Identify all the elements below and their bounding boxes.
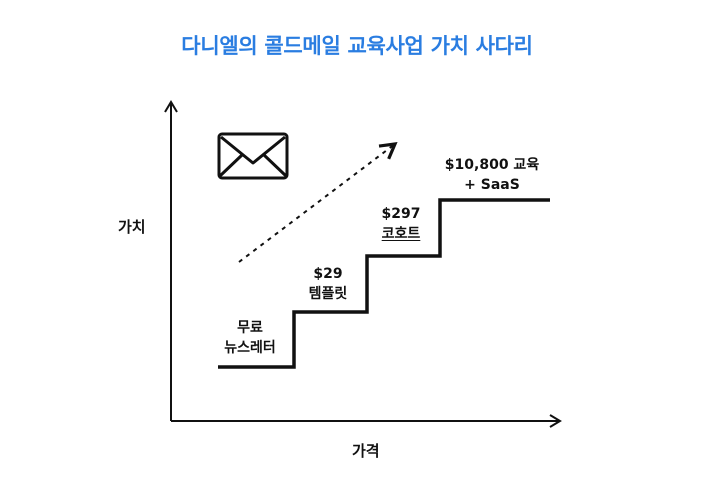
- step-label-line: 코호트: [381, 226, 421, 242]
- growth-arrow: [238, 142, 398, 263]
- x-axis: [171, 414, 562, 428]
- step-label-education-saas: $10,800 교육 + SaaS: [432, 155, 552, 195]
- step-label-template: $29 템플릿: [296, 264, 360, 304]
- step-label-line: 템플릿: [308, 286, 348, 302]
- y-axis-arrowhead: [164, 100, 178, 113]
- x-axis-arrowhead: [549, 414, 562, 428]
- step-label-line: $10,800 교육: [444, 157, 540, 173]
- diagram-title: 다니엘의 콜드메일 교육사업 가치 사다리: [181, 34, 533, 58]
- y-axis: [164, 100, 178, 421]
- step-label-free-newsletter: 무료 뉴스레터: [218, 318, 282, 358]
- x-axis-label: 가격: [352, 442, 380, 460]
- step-label-line: 뉴스레터: [224, 340, 276, 356]
- step-label-line: $29: [313, 266, 343, 282]
- step-label-line: $297: [381, 206, 421, 222]
- value-staircase: [218, 198, 550, 369]
- y-axis-label: 가치: [118, 218, 146, 236]
- step-label-cohort: $297 코호트: [366, 204, 436, 244]
- step-label-line: 무료: [237, 320, 263, 336]
- step-label-line: + SaaS: [464, 177, 520, 193]
- envelope-icon: [217, 132, 289, 180]
